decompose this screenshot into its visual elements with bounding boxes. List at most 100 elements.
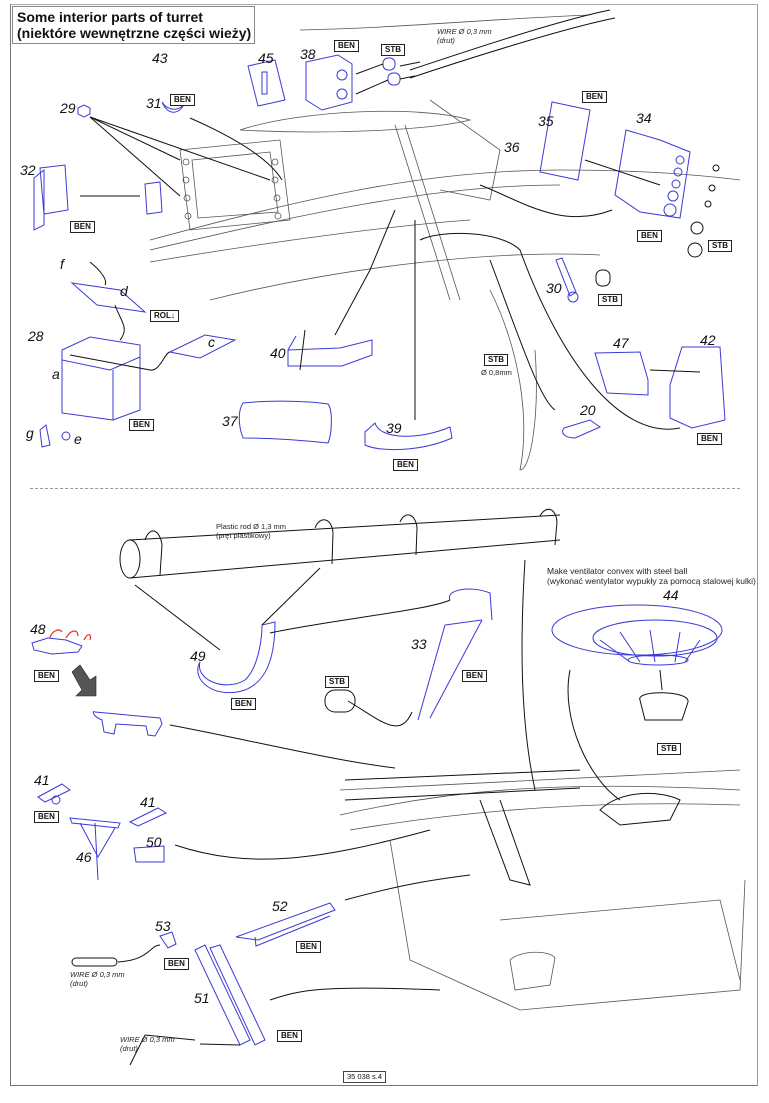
part-label-20: 20 bbox=[580, 402, 596, 418]
note-plastic-rod: Plastic rod Ø 1,3 mm (pręt plastikowy) bbox=[216, 522, 286, 540]
tag-stb-44: STB bbox=[657, 743, 681, 755]
part-label-35: 35 bbox=[538, 113, 554, 129]
part-label-f: f bbox=[60, 256, 64, 272]
part-47-box bbox=[594, 351, 649, 396]
part-label-28: 28 bbox=[28, 328, 44, 344]
part-51-52-53 bbox=[71, 874, 471, 1066]
title-polish: (niektóre wewnętrzne części wieży) bbox=[17, 25, 252, 41]
part-label-50: 50 bbox=[146, 834, 162, 850]
note-ventilator-line1: Make ventilator convex with steel ball bbox=[547, 566, 688, 576]
part-label-51: 51 bbox=[194, 990, 210, 1006]
note-ventilator-line2: (wykonać wentylator wypukły za pomocą st… bbox=[547, 576, 756, 586]
part-label-52: 52 bbox=[272, 898, 288, 914]
part-label-43: 43 bbox=[152, 50, 168, 66]
part-label-a: a bbox=[52, 366, 60, 382]
part-30-lever bbox=[555, 257, 611, 303]
part-label-40: 40 bbox=[270, 345, 286, 361]
gray-arrow-icon bbox=[71, 664, 97, 697]
tag-ben-39: BEN bbox=[393, 459, 418, 471]
tag-stb-38: STB bbox=[381, 44, 405, 56]
part-label-32: 32 bbox=[20, 162, 36, 178]
part-37-pad bbox=[238, 400, 332, 444]
tag-stb-30: STB bbox=[598, 294, 622, 306]
tag-stb-rod: STB bbox=[484, 354, 508, 366]
part-label-29: 29 bbox=[60, 100, 76, 116]
part-label-31: 31 bbox=[146, 95, 162, 111]
note-plastic-rod-line1: Plastic rod Ø 1,3 mm bbox=[216, 522, 287, 531]
part-label-e: e bbox=[74, 431, 82, 447]
tag-ben-35: BEN bbox=[582, 91, 607, 103]
tag-ben-42: BEN bbox=[697, 433, 722, 445]
tag-ben-48: BEN bbox=[34, 670, 59, 682]
part-label-30: 30 bbox=[546, 280, 562, 296]
note-wire-top-line1: WIRE Ø 0,3 mm bbox=[437, 27, 492, 36]
part-label-41-left: 41 bbox=[34, 772, 50, 788]
tag-rol-d: ROL↓ bbox=[150, 310, 179, 322]
tag-ben-38: BEN bbox=[334, 40, 359, 52]
part-33-strap bbox=[324, 588, 493, 727]
part-32-box bbox=[33, 164, 163, 231]
part-label-d: d bbox=[120, 283, 128, 299]
part-20-tab bbox=[562, 419, 602, 439]
page-frame bbox=[10, 4, 758, 1086]
turret-hull-upper bbox=[149, 9, 741, 471]
part-28-battery bbox=[39, 261, 237, 448]
part-48-bracket bbox=[31, 629, 92, 655]
part-38-box bbox=[305, 54, 421, 111]
note-wire-51-line1: WIRE Ø 0,3 mm bbox=[120, 1035, 175, 1044]
tag-ben-31: BEN bbox=[170, 94, 195, 106]
page-title: Some interior parts of turret (niektóre … bbox=[12, 6, 255, 44]
part-label-38: 38 bbox=[300, 46, 316, 62]
part-44-ventilator bbox=[551, 604, 723, 721]
tag-ben-28: BEN bbox=[129, 419, 154, 431]
part-label-42: 42 bbox=[700, 332, 716, 348]
part-label-47: 47 bbox=[613, 335, 629, 351]
tag-ben-52: BEN bbox=[296, 941, 321, 953]
note-wire-53-line1: WIRE Ø 0,3 mm bbox=[70, 970, 125, 979]
note-wire-51: WIRE Ø 0,3 mm (drut) bbox=[120, 1035, 175, 1053]
tag-ben-34: BEN bbox=[637, 230, 662, 242]
part-40-bracket bbox=[287, 335, 373, 367]
part-label-37: 37 bbox=[222, 413, 238, 429]
tag-ben-41: BEN bbox=[34, 811, 59, 823]
tag-ben-32: BEN bbox=[70, 221, 95, 233]
part-49-clamp bbox=[197, 621, 276, 694]
note-wire-top: WIRE Ø 0,3 mm (drut) bbox=[437, 27, 492, 45]
section-divider bbox=[30, 488, 740, 489]
part-label-48: 48 bbox=[30, 621, 46, 637]
part-42-box bbox=[649, 346, 726, 429]
tag-ben-53: BEN bbox=[164, 958, 189, 970]
part-39-strip bbox=[364, 422, 453, 451]
part-48-formed bbox=[92, 711, 163, 737]
note-wire-53-line2: (drut) bbox=[70, 979, 88, 988]
note-plastic-rod-line2: (pręt plastikowy) bbox=[216, 531, 271, 540]
page-reference: 35 038 s.4 bbox=[343, 1071, 387, 1083]
part-label-46: 46 bbox=[76, 849, 92, 865]
note-wire-51-line2: (drut) bbox=[120, 1044, 138, 1053]
part-35-plate bbox=[539, 101, 591, 181]
tag-stb-33: STB bbox=[325, 676, 349, 688]
part-label-34: 34 bbox=[636, 110, 652, 126]
title-english: Some interior parts of turret bbox=[17, 9, 203, 25]
part-label-36: 36 bbox=[504, 139, 520, 155]
tag-ben-51: BEN bbox=[277, 1030, 302, 1042]
part-34-box bbox=[479, 129, 720, 258]
part-label-41-right: 41 bbox=[140, 794, 156, 810]
note-wire-53: WIRE Ø 0,3 mm (drut) bbox=[70, 970, 125, 988]
tag-ben-49: BEN bbox=[231, 698, 256, 710]
part-label-c: c bbox=[208, 334, 215, 350]
note-wire-top-line2: (drut) bbox=[437, 36, 455, 45]
part-label-33: 33 bbox=[411, 636, 427, 652]
note-ventilator: Make ventilator convex with steel ball (… bbox=[547, 566, 756, 586]
part-label-39: 39 bbox=[386, 420, 402, 436]
hatch-frame bbox=[77, 104, 291, 231]
turret-hull-lower bbox=[339, 559, 746, 1011]
part-label-g: g bbox=[26, 425, 34, 441]
part-label-49: 49 bbox=[190, 648, 206, 664]
part-label-53: 53 bbox=[155, 918, 171, 934]
part-label-44: 44 bbox=[663, 587, 679, 603]
tag-stb-34: STB bbox=[708, 240, 732, 252]
part-45-plate bbox=[247, 59, 286, 107]
